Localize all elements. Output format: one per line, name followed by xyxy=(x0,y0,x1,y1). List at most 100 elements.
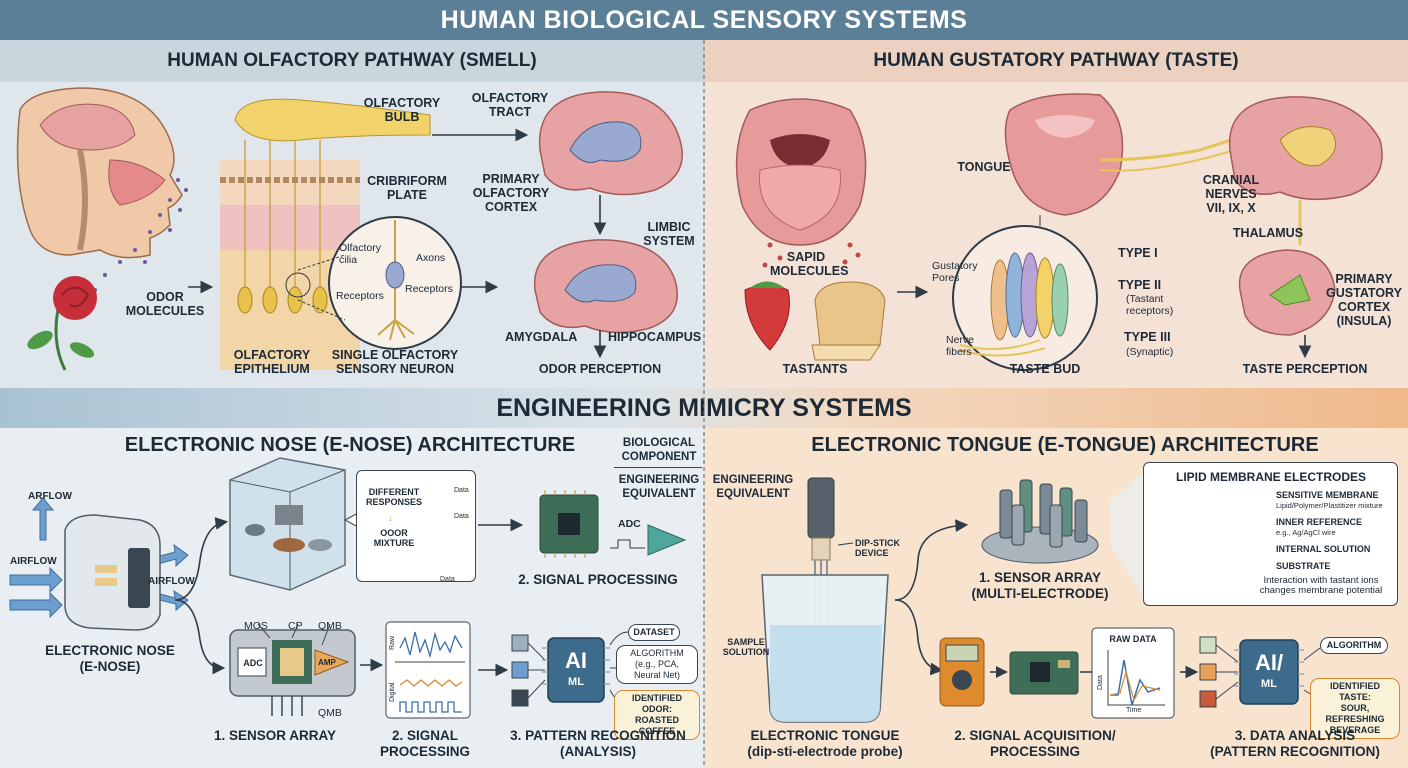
cribriform-plate-label: CRIBRIFORM PLATE xyxy=(367,174,447,202)
signal-acquisition-label: 2. SIGNAL ACQUISITION/ PROCESSING xyxy=(954,728,1116,759)
raw-data-graph xyxy=(1091,627,1175,719)
enose-heading: ELECTRONIC NOSE (E-NOSE) ARCHITECTURE xyxy=(124,434,576,456)
adc-top-label: ADC xyxy=(618,518,641,530)
algorithm-pill: ALGORITHM (e.g., PCA, Neural Net) xyxy=(616,645,698,684)
airflow-left-label: AIRFLOW xyxy=(10,556,57,567)
signal-processing-top-label: 2. SIGNAL PROCESSING xyxy=(518,572,678,587)
gustatory-heading: HUMAN GUSTATORY PATHWAY (TASTE) xyxy=(873,50,1239,71)
olfactory-epithelium-label: OLFACTORY EPITHELIUM xyxy=(233,348,311,376)
odor-perception-label: ODOR PERCEPTION xyxy=(538,362,662,376)
limbic-system-label: LIMBIC SYSTEM xyxy=(643,220,695,248)
sensitive-membrane-sub: Lipid/Polymer/Plastitizer mixture xyxy=(1276,501,1383,510)
substrate-label: SUBSTRATE xyxy=(1276,561,1331,571)
biological-component-label: BIOLOGICAL COMPONENT xyxy=(621,437,697,463)
sensor-array-label: 1. SENSOR ARRAY xyxy=(213,728,337,743)
main-title: HUMAN BIOLOGICAL SENSORY SYSTEMS xyxy=(0,0,1408,40)
taste-perception-label: TASTE PERCEPTION xyxy=(1242,362,1368,376)
enose-ai-chip xyxy=(542,637,610,703)
interaction-note: Interaction with tastant ions changes me… xyxy=(1259,575,1383,596)
brain-gustatory-bottom xyxy=(1238,249,1336,336)
type3-label: TYPE III xyxy=(1124,330,1171,344)
amp-chip-label: AMP xyxy=(318,658,336,667)
raw-axis-label: Raw xyxy=(389,635,396,650)
amygdala-label: AMYGDALA xyxy=(505,330,578,344)
responses-box xyxy=(356,470,476,582)
etongue-algorithm-pill: ALGORITHM xyxy=(1320,637,1388,654)
airflow-right-label: AIRFLOW xyxy=(148,576,195,587)
strawberry-illustration xyxy=(744,281,791,351)
dataset-pill: DATASET xyxy=(628,624,680,641)
enose-device xyxy=(64,514,161,631)
odor-mixture-label: OOOR MIXTURE xyxy=(373,528,415,548)
cranial-nerves-label: CRANIAL NERVES VII, IX, X xyxy=(1202,173,1260,215)
adc-circuit-board xyxy=(539,490,599,558)
open-mouth-tongue xyxy=(735,98,867,246)
tongue-label: TONGUE xyxy=(957,160,1011,174)
single-neuron xyxy=(377,220,415,341)
mos-label: MOS xyxy=(244,620,268,632)
enose-ml-text: ML xyxy=(568,676,584,688)
enose-device-label: ELECTRONIC NOSE (E-NOSE) xyxy=(45,643,175,674)
type1-label: TYPE I xyxy=(1118,246,1158,260)
acquisition-board xyxy=(1009,651,1079,695)
identified-odor-pill: IDENTIFIED ODOR: ROASTED COFFEE xyxy=(614,690,700,740)
etongue-engineering-equivalent-label: ENGINEERING EQUIVALENT xyxy=(712,474,794,500)
etongue-sensor-array-label: 1. SENSOR ARRAY (MULTI-ELECTRODE) xyxy=(971,570,1109,601)
inner-reference-label: INNER REFERENCE xyxy=(1276,517,1363,527)
brain-gustatory-top xyxy=(1228,96,1383,201)
beaker xyxy=(761,574,889,723)
multi-electrode-array xyxy=(981,479,1099,564)
olfactory-cilia-label: Olfactory cilia xyxy=(339,242,382,266)
sensor-chamber xyxy=(229,457,346,591)
type2-label: TYPE II xyxy=(1118,278,1162,292)
sapid-molecules-label: SAPID MOLECULES xyxy=(770,250,849,278)
cp-label: CP xyxy=(288,620,303,632)
sensitive-membrane-label: SENSITIVE MEMBRANE xyxy=(1276,490,1379,500)
identified-taste-pill: IDENTIFIED TASTE: SOUR, REFRESHING BEVER… xyxy=(1310,678,1400,739)
etongue-input-squares xyxy=(1199,636,1239,708)
lipid-membrane-box xyxy=(1143,462,1398,606)
thalamus-label: THALAMUS xyxy=(1232,226,1304,240)
sample-solution-label: SAMPLE SOLUTION xyxy=(722,637,770,657)
enose-input-squares xyxy=(511,634,546,707)
tastants-label: TASTANTS xyxy=(782,362,848,376)
signal-processing-graphs xyxy=(385,621,471,719)
signal-processing-label: 2. SIGNAL PROCESSING xyxy=(379,728,471,759)
dip-stick-label: DIP-STICK DEVICE xyxy=(855,538,900,558)
gustatory-heading-band xyxy=(704,40,1408,82)
neuron-body xyxy=(385,261,405,289)
airflow-top-label: ARFLOW xyxy=(28,491,72,502)
brain-olfactory-bottom xyxy=(533,239,678,334)
graph-data-label-1: Data xyxy=(454,487,469,494)
different-responses-label: DIFFERENT RESPONSES xyxy=(365,487,423,507)
time-axis-label: Time xyxy=(1126,707,1142,714)
etongue-ml-text: ML xyxy=(1261,678,1277,690)
axons-label: Axons xyxy=(416,252,446,264)
qmb-bottom-label: QMB xyxy=(318,707,342,719)
graph-data-label-3: Data xyxy=(440,576,455,583)
lipid-membrane-title: LIPID MEMBRANE ELECTRODES xyxy=(1175,470,1366,484)
engineering-equivalent-label: ENGINEERING EQUIVALENT xyxy=(618,474,700,500)
taste-bud-label: TASTE BUD xyxy=(1009,362,1081,376)
legend-divider xyxy=(614,467,702,468)
response-arrow: ↓ xyxy=(388,513,393,523)
primary-gustatory-cortex-label: PRIMARY GUSTATORY CORTEX (INSULA) xyxy=(1326,272,1402,328)
brain-olfactory-top xyxy=(538,91,683,196)
olfactory-tract-label: OLFACTORY TRACT xyxy=(471,91,549,119)
taste-bud-cells xyxy=(990,252,1069,341)
hippocampus-label: HIPPOCAMPUS xyxy=(608,330,702,344)
multimeter xyxy=(939,637,985,707)
bread-illustration xyxy=(811,281,886,361)
inner-reference-sub: e.g., Ag/AgCl wire xyxy=(1276,528,1336,537)
internal-solution-label: INTERNAL SOLUTION xyxy=(1276,544,1371,554)
data-axis-label: Data xyxy=(1097,675,1104,690)
single-neuron-label: SINGLE OLFACTORY SENSORY NEURON xyxy=(331,348,459,376)
olfactory-heading-band xyxy=(0,40,704,82)
sensor-array-board xyxy=(229,623,356,716)
data-analysis-label: 3. DATA ANALYSIS (PATTERN RECOGNITION) xyxy=(1210,728,1380,759)
etongue-device-label: ELECTRONIC TONGUE (dip-sti-electrode pro… xyxy=(747,728,903,759)
head-profile-illustration xyxy=(16,87,183,259)
enose-ai-text: AI xyxy=(565,648,587,673)
receptors-right-label: Receptors xyxy=(405,283,453,295)
adc-chip-label: ADC xyxy=(243,658,263,668)
